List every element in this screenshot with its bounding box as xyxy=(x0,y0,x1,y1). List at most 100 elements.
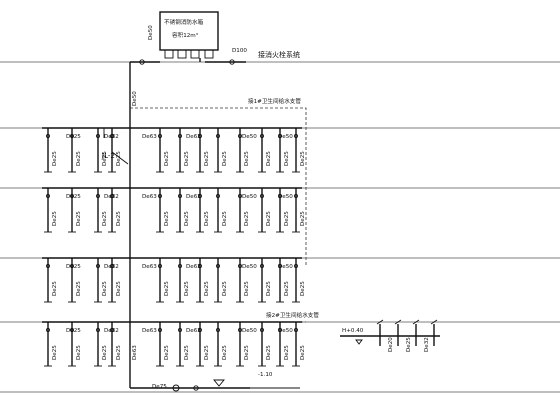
branch-valve-2-12 xyxy=(294,194,298,198)
branch-valve-3-7 xyxy=(198,264,202,268)
pipe-network xyxy=(42,58,440,392)
branch-drop-label: De25 xyxy=(204,151,210,166)
branch-valve-3-3 xyxy=(96,264,100,268)
inlet-size: De75 xyxy=(152,384,167,390)
inlet-elevation-mark xyxy=(213,379,225,387)
tank-support-left xyxy=(164,49,174,59)
branch-drop-label: De25 xyxy=(204,281,210,296)
branch-valve-3-12 xyxy=(294,264,298,268)
branch-drop-label: De25 xyxy=(52,211,58,226)
branch-drop-label: De25 xyxy=(184,345,190,360)
branch-valve-4-1 xyxy=(46,328,50,332)
branch-drop-label: De25 xyxy=(222,345,228,360)
branch-valve-1-9 xyxy=(238,134,242,138)
fire-supply-size: D100 xyxy=(232,48,247,54)
branch-drop-label: De25 xyxy=(284,151,290,166)
branch-drop-label: De25 xyxy=(52,151,58,166)
branch-valve-1-3 xyxy=(96,134,100,138)
branch-drop-label: De25 xyxy=(244,281,250,296)
branch-valve-4-11 xyxy=(278,328,282,332)
branch-drop-label: De25 xyxy=(244,345,250,360)
main-pipe-label: De63 xyxy=(142,134,157,140)
fire-supply-valve xyxy=(229,59,235,65)
branch-drop-label: De25 xyxy=(76,211,82,226)
branch-valve-3-11 xyxy=(278,264,282,268)
branch-valve-3-9 xyxy=(238,264,242,268)
branch-drop-label: De25 xyxy=(184,211,190,226)
branch-valve-2-5 xyxy=(158,194,162,198)
main-pipe-label: De63 xyxy=(186,134,201,140)
branch-drop-label: De25 xyxy=(244,211,250,226)
tank-support-mid2 xyxy=(190,49,200,59)
detail-tap-2 xyxy=(394,319,402,325)
branch-drop-label: De25 xyxy=(266,211,272,226)
main-pipe-label: De63 xyxy=(142,328,157,334)
main-pipe-label: De63 xyxy=(142,194,157,200)
branch-drop-label: De25 xyxy=(164,281,170,296)
branch-drop-label: De25 xyxy=(222,151,228,166)
main-pipe-label: De63 xyxy=(186,328,201,334)
branch-valve-4-12 xyxy=(294,328,298,332)
riser-tag: JL-2 xyxy=(101,152,115,160)
branch-valve-2-1 xyxy=(46,194,50,198)
main-pipe-label: De32 xyxy=(104,194,119,200)
main-pipe-label: De32 xyxy=(104,264,119,270)
branch-drop-label: De25 xyxy=(164,345,170,360)
branch-valve-2-11 xyxy=(278,194,282,198)
branch-drop-label: De25 xyxy=(244,151,250,166)
tank-riser-size: De50 xyxy=(148,25,154,40)
branch-drop-label: De25 xyxy=(284,345,290,360)
branch-valve-2-9 xyxy=(238,194,242,198)
branch-drop-label: De25 xyxy=(76,345,82,360)
branch-note-upper: 接1#卫生间给水支管 xyxy=(248,97,301,105)
main-pipe-label: De25 xyxy=(66,134,81,140)
tank-support-right xyxy=(204,49,214,59)
tank-body xyxy=(159,11,219,51)
tank-title: 不锈钢消防水箱 xyxy=(164,18,204,26)
branch-drop-label: De25 xyxy=(300,281,306,296)
branch-drop-label: De25 xyxy=(102,211,108,226)
branch-drop-label: De25 xyxy=(76,151,82,166)
branch-valve-2-2 xyxy=(70,194,74,198)
branch-valve-1-6 xyxy=(178,134,182,138)
main-pipe-label: De50 xyxy=(278,134,293,140)
branch-valve-4-6 xyxy=(178,328,182,332)
branch-valve-1-11 xyxy=(278,134,282,138)
main-pipe-label: De63 xyxy=(186,264,201,270)
branch-drop-label: De25 xyxy=(284,281,290,296)
branch-valve-4-8 xyxy=(216,328,220,332)
branch-valve-4-2 xyxy=(70,328,74,332)
main-pipe-label: De25 xyxy=(66,328,81,334)
fire-supply-label: 接消火栓系统 xyxy=(258,50,300,59)
riser-size-upper: De50 xyxy=(132,91,138,106)
branch-valve-3-5 xyxy=(158,264,162,268)
main-pipe-label: De50 xyxy=(242,194,257,200)
branch-drop-label: De25 xyxy=(116,345,122,360)
branch-note-lower: 接2#卫生间给水支管 xyxy=(266,311,319,319)
branch-drop-label: De25 xyxy=(300,211,306,226)
branch-drop-label: De25 xyxy=(52,281,58,296)
branch-drop-label: De25 xyxy=(266,345,272,360)
main-pipe-label: De25 xyxy=(66,194,81,200)
main-pipe-label: De63 xyxy=(142,264,157,270)
branch-valve-1-12 xyxy=(294,134,298,138)
branch-valve-1-2 xyxy=(70,134,74,138)
inlet-elevation: -1.10 xyxy=(258,372,273,378)
main-pipe-label: De50 xyxy=(278,264,293,270)
inlet-valve xyxy=(193,385,199,391)
branch-drop-label: De25 xyxy=(164,211,170,226)
branch-valve-4-4 xyxy=(110,328,114,332)
detail-elevation: H+0.40 xyxy=(342,328,364,334)
main-pipe-label: De50 xyxy=(278,328,293,334)
branch-drop-label: De25 xyxy=(266,281,272,296)
branch-valve-1-1 xyxy=(46,134,50,138)
branch-valve-4-9 xyxy=(238,328,242,332)
detail-elevation-mark xyxy=(355,339,363,345)
branch-drop-label: De25 xyxy=(52,345,58,360)
branch-valve-1-5 xyxy=(158,134,162,138)
branch-drop-label: De25 xyxy=(102,345,108,360)
riser-tag-pointer xyxy=(111,151,129,165)
riser-size-lower: De63 xyxy=(132,345,138,360)
branch-valve-2-4 xyxy=(110,194,114,198)
